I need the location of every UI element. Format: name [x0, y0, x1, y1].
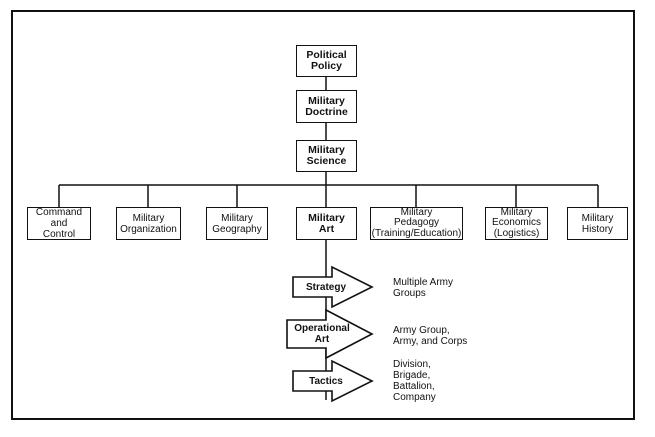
branch-military-economics: Military Economics (Logistics): [485, 207, 548, 240]
military-science-box: Military Science: [296, 140, 357, 172]
branch-military-pedagogy: Military Pedagogy (Training/Education): [370, 206, 463, 240]
branch-command-control: Command and Control: [27, 207, 91, 240]
operational-art-label: Operational Art: [294, 323, 350, 345]
military-doctrine-box: Military Doctrine: [296, 90, 357, 123]
strategy-label: Strategy: [305, 281, 346, 293]
tactics-label: Tactics: [309, 375, 343, 387]
strategy-arrow: [292, 265, 374, 309]
branch-military-art: Military Art: [296, 207, 357, 240]
operational-art-arrow: [286, 308, 374, 360]
strategy-scope: Multiple Army Groups: [393, 277, 454, 299]
branch-military-history: Military History: [567, 207, 628, 240]
branch-military-geography: Military Geography: [206, 207, 268, 240]
tactics-scope: Division, Brigade, Battalion, Company: [393, 359, 436, 403]
tactics-arrow: [292, 359, 374, 403]
branch-military-organization: Military Organization: [116, 207, 181, 240]
political-policy-box: Political Policy: [296, 45, 357, 77]
operational-art-scope: Army Group, Army, and Corps: [393, 325, 468, 347]
